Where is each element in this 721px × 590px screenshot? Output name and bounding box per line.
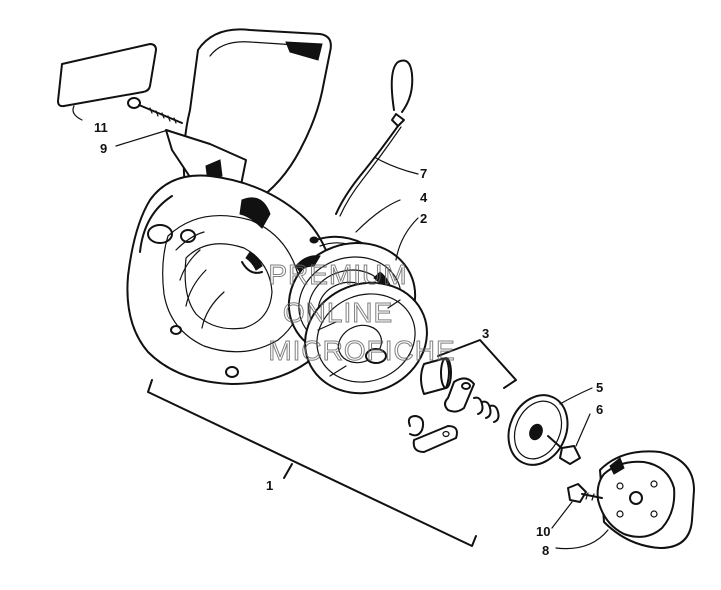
svg-text:MICROFICHE: MICROFICHE	[268, 335, 455, 366]
leader-part-4	[355, 199, 401, 233]
bracket-leader-part-1	[283, 463, 293, 479]
callout-11: 11	[94, 120, 108, 135]
leader-part-6	[575, 413, 591, 447]
callout-5: 5	[596, 380, 603, 395]
bracket-line-part-3	[437, 339, 517, 389]
leader-part-2	[395, 217, 419, 261]
starter-pulley-part-8	[596, 450, 695, 549]
leader-part-11	[72, 105, 83, 121]
bolt-part-9	[127, 97, 183, 124]
bolt-part-10	[567, 483, 603, 503]
svg-text:PREMIUM: PREMIUM	[268, 259, 407, 290]
svg-text:ONLINE: ONLINE	[283, 297, 393, 328]
leader-part-9	[115, 129, 169, 147]
leader-part-5	[559, 387, 593, 405]
bolt-part-6	[547, 435, 581, 465]
callout-4: 4	[420, 190, 428, 205]
callout-8: 8	[542, 543, 549, 558]
callout-6: 6	[596, 402, 603, 417]
drive-plate	[304, 281, 428, 395]
bracket-line-part-1	[147, 379, 477, 547]
callout-3: 3	[482, 326, 489, 341]
pawl-assembly-part-3	[407, 357, 500, 453]
callout-10: 10	[536, 524, 550, 539]
watermark: PREMIUM ONLINE MICROFICHE	[268, 259, 455, 367]
decal-part-11	[57, 43, 157, 108]
starter-rope-part-7	[335, 59, 414, 217]
leader-part-7	[375, 157, 419, 175]
callout-2: 2	[420, 211, 427, 226]
callout-9: 9	[100, 141, 107, 156]
leader-part-8	[555, 529, 609, 550]
friction-plate-part-5	[507, 394, 569, 466]
leader-part-10	[551, 501, 573, 529]
callout-1: 1	[266, 478, 273, 493]
callout-7: 7	[420, 166, 427, 181]
